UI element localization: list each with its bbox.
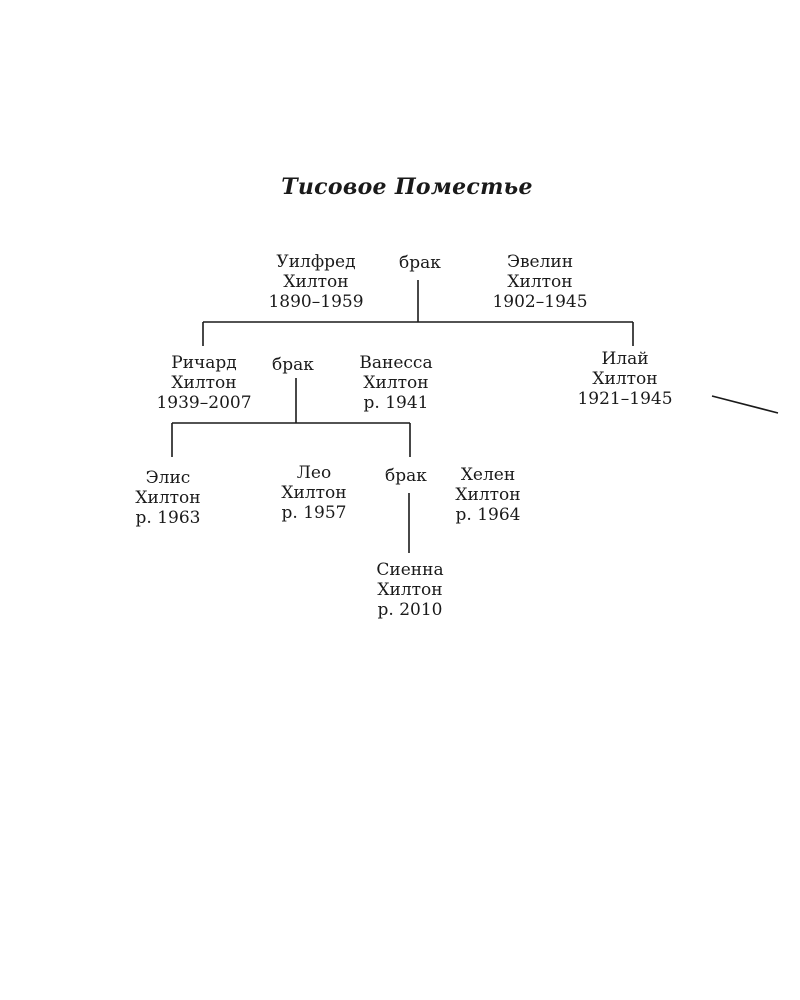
surname: Хилтон (363, 373, 429, 393)
surname: Хилтон (283, 272, 349, 292)
life-dates: р. 1957 (281, 503, 347, 523)
person-wilfred: Уилфред Хилтон 1890–1959 (236, 252, 396, 312)
surname: Хилтон (592, 369, 658, 389)
marriage-label-richard-vanessa: брак (272, 355, 314, 375)
marriage-label-leo-helen: брак (385, 466, 427, 486)
life-dates: 1902–1945 (492, 292, 588, 312)
life-dates: 1921–1945 (577, 389, 673, 409)
first-name: Сиенна (376, 560, 444, 580)
person-eli: Илай Хилтон 1921–1945 (545, 349, 705, 409)
first-name: Лео (296, 463, 332, 483)
family-tree-title: Тисовое Поместье (281, 174, 533, 200)
first-name: Хелен (460, 465, 516, 485)
first-name: Уилфред (276, 252, 356, 272)
surname: Хилтон (135, 488, 201, 508)
life-dates: р. 2010 (377, 600, 443, 620)
surname: Хилтон (171, 373, 237, 393)
person-sienna: Сиенна Хилтон р. 2010 (330, 560, 490, 620)
first-name: Эвелин (506, 252, 574, 272)
person-alice: Элис Хилтон р. 1963 (88, 468, 248, 528)
person-helen: Хелен Хилтон р. 1964 (408, 465, 568, 525)
life-dates: р. 1963 (135, 508, 201, 528)
first-name: Элис (145, 468, 191, 488)
life-dates: 1939–2007 (156, 393, 252, 413)
person-vanessa: Ванесса Хилтон р. 1941 (316, 353, 476, 413)
offpage-connector (711, 395, 779, 414)
person-leo: Лео Хилтон р. 1957 (234, 463, 394, 523)
surname: Хилтон (455, 485, 521, 505)
life-dates: р. 1964 (455, 505, 521, 525)
first-name: Ванесса (359, 353, 433, 373)
life-dates: р. 1941 (363, 393, 429, 413)
surname: Хилтон (507, 272, 573, 292)
surname: Хилтон (377, 580, 443, 600)
person-evelyn: Эвелин Хилтон 1902–1945 (460, 252, 620, 312)
first-name: Илай (601, 349, 649, 369)
first-name: Ричард (171, 353, 237, 373)
surname: Хилтон (281, 483, 347, 503)
person-richard: Ричард Хилтон 1939–2007 (124, 353, 284, 413)
marriage-label-wilfred-evelyn: брак (399, 253, 441, 273)
life-dates: 1890–1959 (268, 292, 364, 312)
